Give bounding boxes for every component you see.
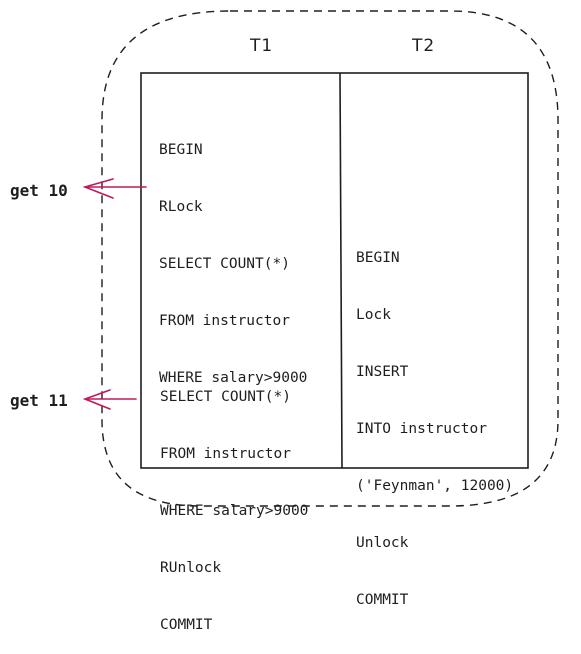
arrow-get-11	[82, 389, 137, 410]
code-line: ('Feynman', 12000)	[356, 478, 514, 494]
arrow-get-10	[82, 178, 147, 199]
code-line: BEGIN	[356, 250, 400, 266]
dashed-boundary	[101, 10, 559, 507]
result-get-10: get 10	[10, 181, 68, 200]
t2-code-block: BEGIN Lock INSERT INTO instructor ('Feyn…	[356, 211, 513, 629]
code-line: FROM instructor	[159, 313, 290, 329]
column-divider	[339, 72, 343, 469]
code-line: SELECT COUNT(*)	[159, 256, 290, 272]
code-line: Lock	[356, 307, 391, 323]
t1-code-block-1: BEGIN RLock SELECT COUNT(*) FROM instruc…	[159, 103, 307, 407]
code-line: INTO instructor	[356, 421, 487, 437]
code-line: RLock	[159, 199, 203, 215]
column-label-t1: T1	[250, 36, 274, 56]
code-line: BEGIN	[159, 142, 203, 158]
result-get-11: get 11	[10, 391, 68, 410]
code-line: WHERE salary>9000	[160, 503, 309, 519]
code-line: COMMIT	[356, 592, 409, 608]
code-line: COMMIT	[160, 617, 213, 633]
code-line: FROM instructor	[160, 446, 291, 462]
code-line: RUnlock	[160, 560, 222, 576]
t1-code-block-2: SELECT COUNT(*) FROM instructor WHERE sa…	[160, 350, 308, 654]
code-line: SELECT COUNT(*)	[160, 389, 291, 405]
code-line: WHERE salary>9000	[159, 370, 308, 386]
code-line: INSERT	[356, 364, 409, 380]
transaction-table-border	[140, 72, 529, 469]
column-label-t2: T2	[412, 36, 436, 56]
transaction-diagram	[82, 10, 559, 507]
code-line: Unlock	[356, 535, 409, 551]
